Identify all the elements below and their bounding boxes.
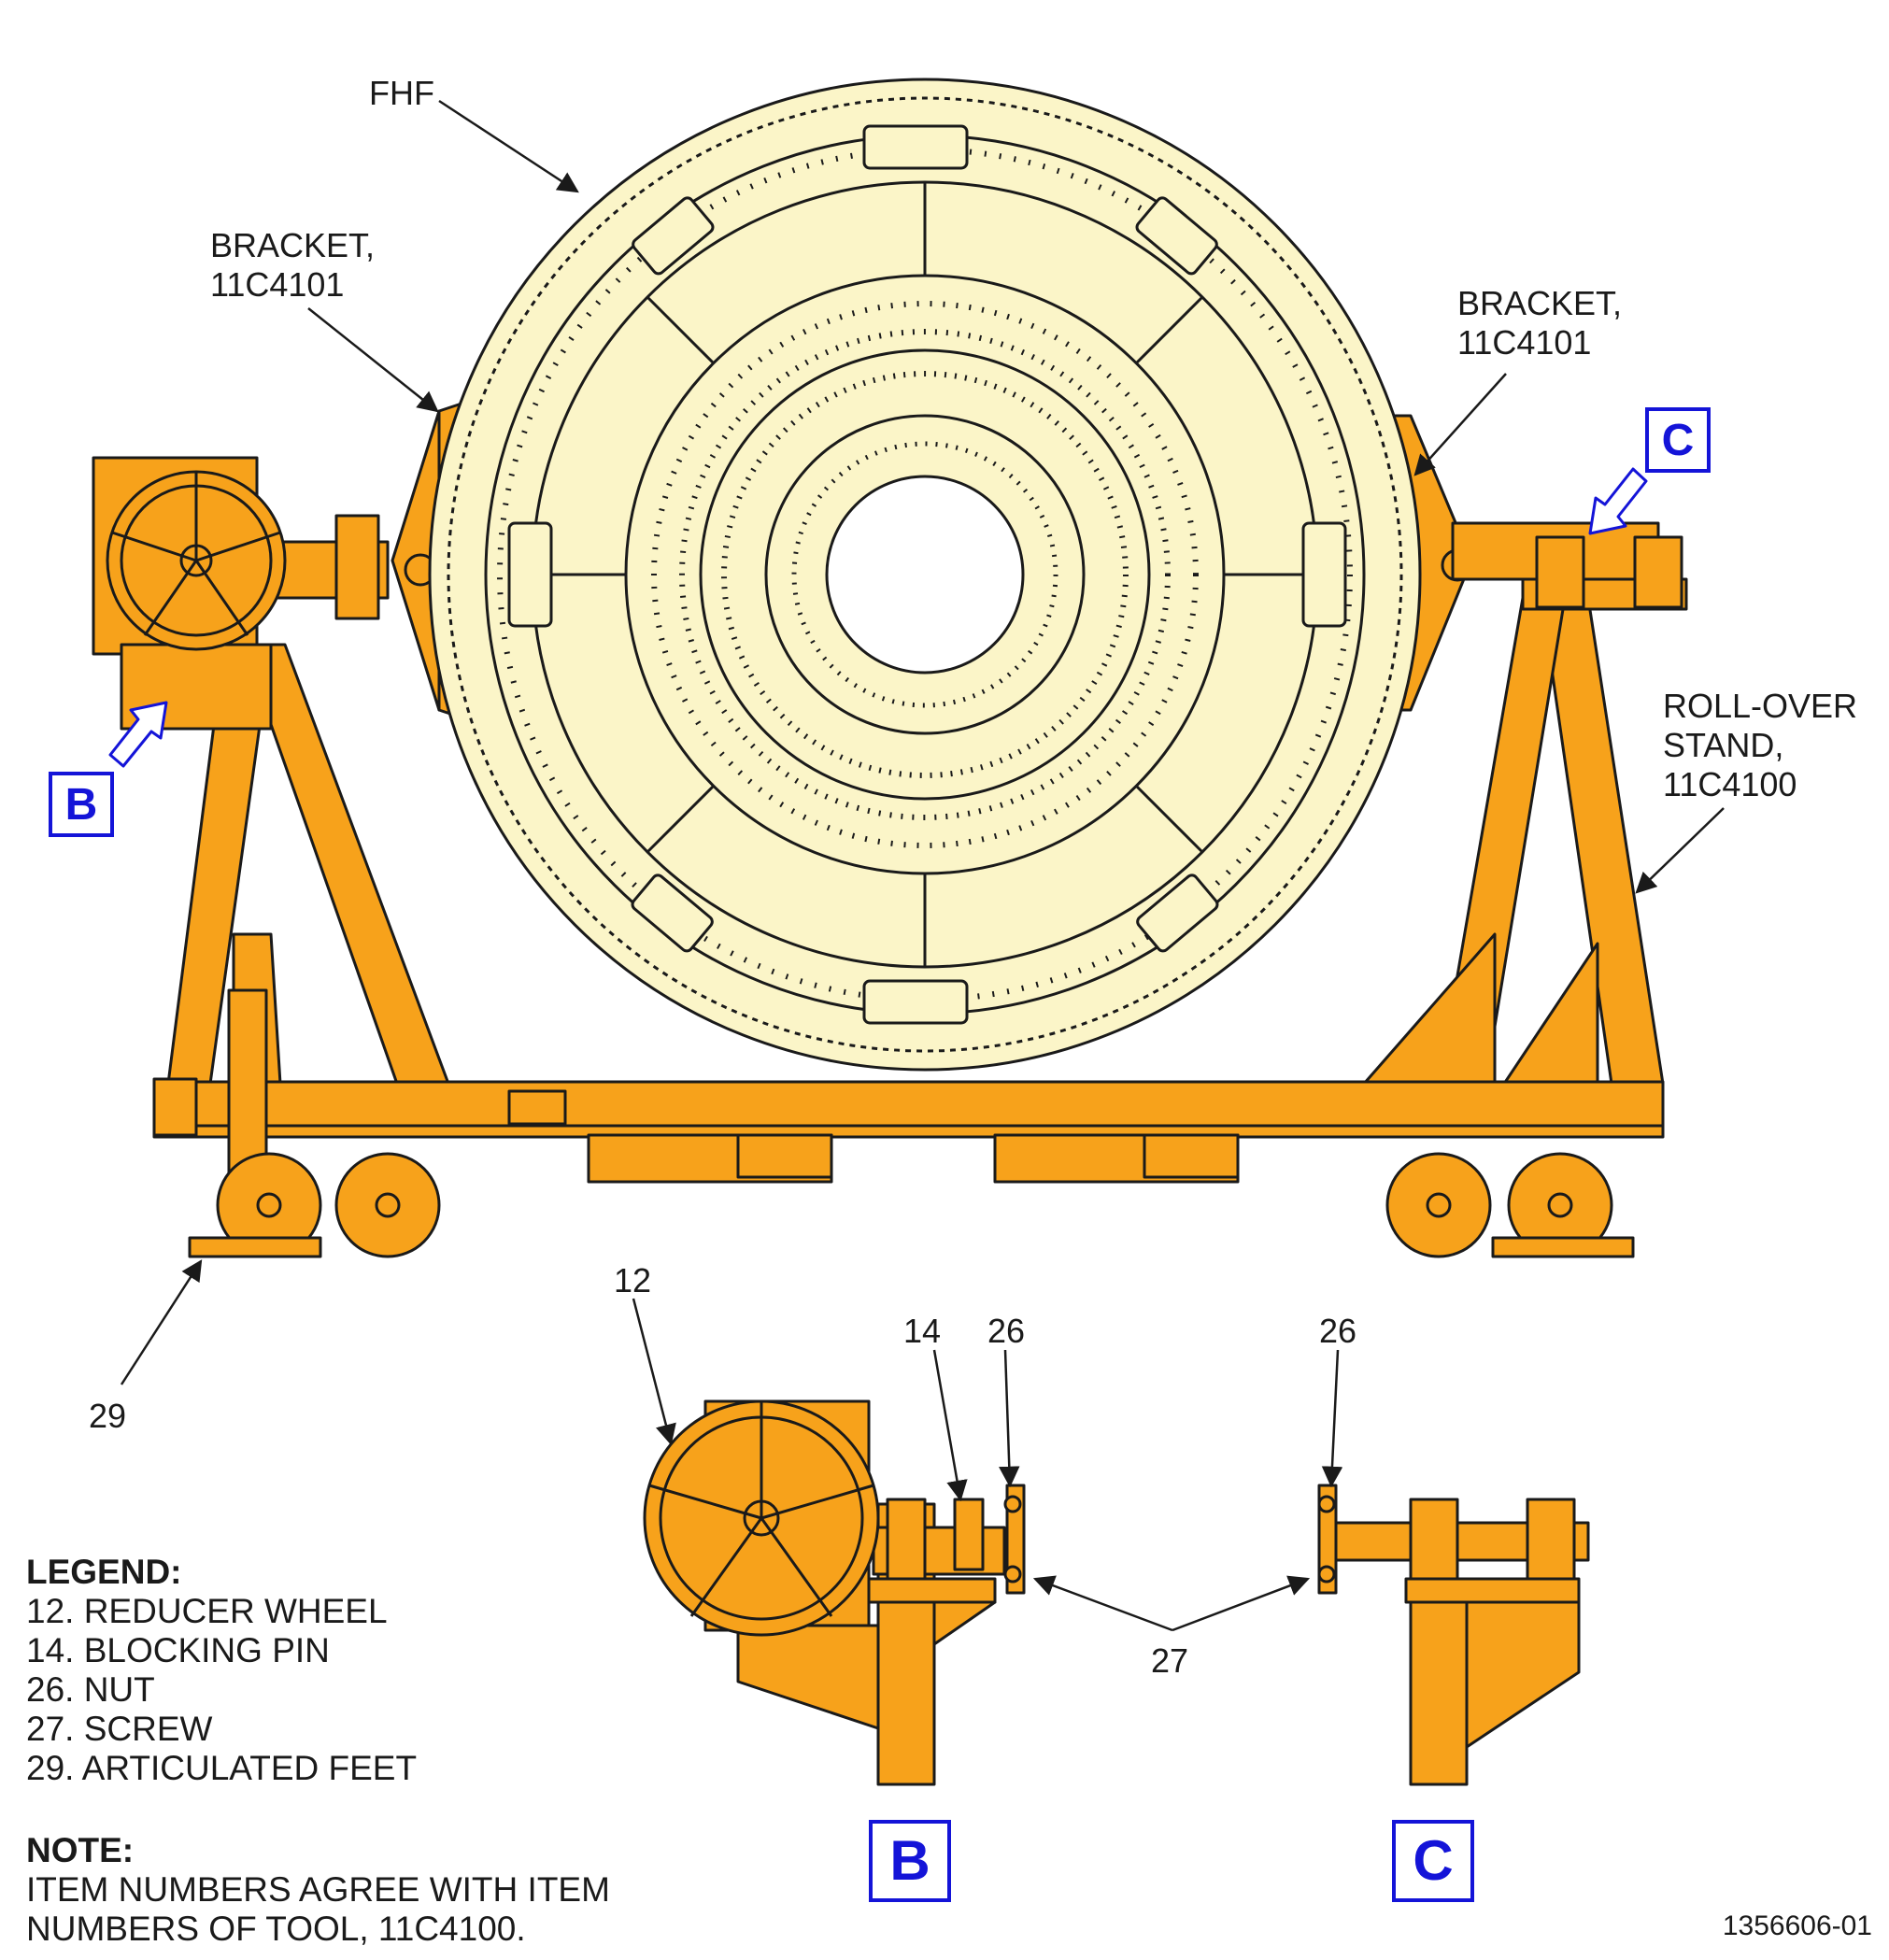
note-line: ITEM NUMBERS AGREE WITH ITEM xyxy=(26,1870,610,1909)
right-foot xyxy=(1491,1236,1635,1258)
label-bracket-right-1: BRACKET, xyxy=(1457,284,1622,322)
under-block-2-inner xyxy=(1143,1133,1240,1179)
roll-over-stand xyxy=(92,400,1688,1258)
right-frame-gusset-b xyxy=(1502,942,1599,1086)
svg-text:B: B xyxy=(65,780,98,830)
right-frame-gusset-a xyxy=(1362,932,1497,1086)
view-arrow-c xyxy=(1588,467,1648,535)
fhf-bore xyxy=(825,475,1025,675)
label-item-12: 12 xyxy=(614,1261,651,1300)
label-bracket-left-1: BRACKET, xyxy=(210,226,375,264)
leader-14 xyxy=(932,1349,968,1502)
label-bracket-left-2: 11C4101 xyxy=(210,265,344,304)
base-beam-lower xyxy=(152,1124,1665,1139)
leader-fhf xyxy=(438,99,579,193)
right-pillow-block-b xyxy=(1633,535,1683,609)
label-stand-1: ROLL-OVER xyxy=(1663,687,1857,725)
articulated-foot xyxy=(188,1236,322,1258)
view-arrows xyxy=(108,467,1648,768)
label-item-14: 14 xyxy=(903,1312,941,1350)
view-box-b-top: B xyxy=(49,772,114,837)
view-box-c-top: C xyxy=(1645,407,1711,473)
detail-b-post-gusset xyxy=(932,1600,997,1646)
base-left-end xyxy=(152,1077,198,1137)
note-line: NUMBERS OF TOOL, 11C4100. xyxy=(26,1910,526,1948)
detail-c-pillow-a xyxy=(1409,1498,1459,1585)
right-pillow-block-a xyxy=(1535,535,1585,609)
legend-item: 14. BLOCKING PIN xyxy=(26,1631,330,1669)
note: NOTE: ITEM NUMBERS AGREE WITH ITEM NUMBE… xyxy=(26,1831,610,1949)
leader-26b xyxy=(1321,1349,1343,1488)
leader-stand xyxy=(1635,807,1725,894)
detail-b-gearbox-base xyxy=(736,1624,880,1730)
label-stand-2: STAND, xyxy=(1663,726,1783,764)
base-plate xyxy=(507,1089,567,1126)
leader-27b xyxy=(1172,1575,1311,1632)
view-arrow-b xyxy=(108,701,168,768)
detail-b-block xyxy=(886,1498,927,1581)
label-item-27: 27 xyxy=(1151,1641,1188,1680)
svg-text:B: B xyxy=(889,1829,930,1892)
leader-lines xyxy=(120,99,1725,1632)
legend-item: 12. REDUCER WHEEL xyxy=(26,1592,388,1630)
note-heading: NOTE: xyxy=(26,1831,135,1869)
view-box-c-bottom: C xyxy=(1392,1820,1474,1902)
leader-12 xyxy=(632,1298,676,1446)
fhf-frame xyxy=(428,78,1422,1072)
label-bracket-right-2: 11C4101 xyxy=(1457,323,1591,362)
left-pillow-block xyxy=(334,514,380,620)
reducer-wheel-main xyxy=(106,470,287,651)
detail-c-pillow-b xyxy=(1526,1498,1576,1585)
view-box-b-bottom: B xyxy=(869,1820,951,1902)
legend-item: 27. SCREW xyxy=(26,1710,213,1748)
detail-c-gusset xyxy=(1465,1600,1581,1749)
legend-heading: LEGEND: xyxy=(26,1553,182,1591)
leader-26a xyxy=(999,1349,1020,1488)
drawing-number: 1356606-01 xyxy=(1722,1910,1872,1941)
label-item-26a: 26 xyxy=(987,1312,1025,1350)
detail-b-reducer-wheel xyxy=(643,1399,880,1637)
label-fhf: FHF xyxy=(369,74,434,112)
leader-bracket-right xyxy=(1413,373,1507,476)
detail-b-blocking-pin xyxy=(953,1498,985,1571)
leader-bracket-left xyxy=(307,307,439,413)
leader-29 xyxy=(120,1259,203,1385)
detail-b-post-cap xyxy=(867,1577,997,1604)
svg-text:C: C xyxy=(1413,1829,1453,1892)
detail-c-cap xyxy=(1404,1577,1581,1604)
label-item-29: 29 xyxy=(89,1397,126,1435)
legend: LEGEND: 12. REDUCER WHEEL 14. BLOCKING P… xyxy=(26,1553,417,1788)
legend-item: 29. ARTICULATED FEET xyxy=(26,1749,418,1787)
base-beam xyxy=(152,1080,1665,1130)
under-block-1-inner xyxy=(736,1133,833,1179)
svg-text:C: C xyxy=(1662,416,1695,465)
label-item-26b: 26 xyxy=(1319,1312,1356,1350)
leader-27a xyxy=(1032,1575,1173,1632)
detail-c-post xyxy=(1409,1600,1469,1786)
label-stand-3: 11C4100 xyxy=(1663,765,1797,803)
legend-item: 26. NUT xyxy=(26,1670,155,1709)
detail-view-c xyxy=(1317,1484,1590,1786)
